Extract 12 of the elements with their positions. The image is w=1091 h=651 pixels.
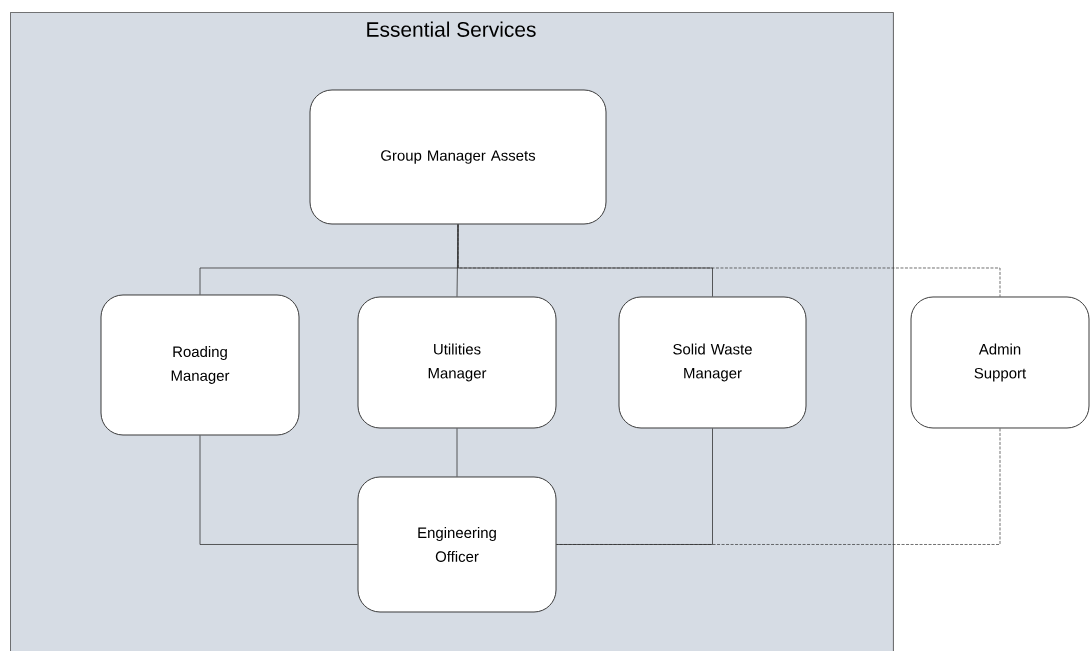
connector-line — [456, 428, 458, 477]
connector-line — [199, 435, 358, 545]
role-box: Solid Waste Manager — [618, 296, 807, 429]
role-box: Roading Manager — [100, 294, 300, 436]
role-box: Admin Support — [910, 296, 1090, 429]
connector-line — [457, 224, 713, 297]
connector-line — [457, 224, 1001, 297]
connector-line — [556, 428, 713, 545]
role-box: Utilities Manager — [357, 296, 557, 429]
role-box: Group Manager Assets — [309, 89, 607, 225]
role-box: Engineering Officer — [357, 476, 557, 613]
connector-line — [556, 428, 1001, 545]
